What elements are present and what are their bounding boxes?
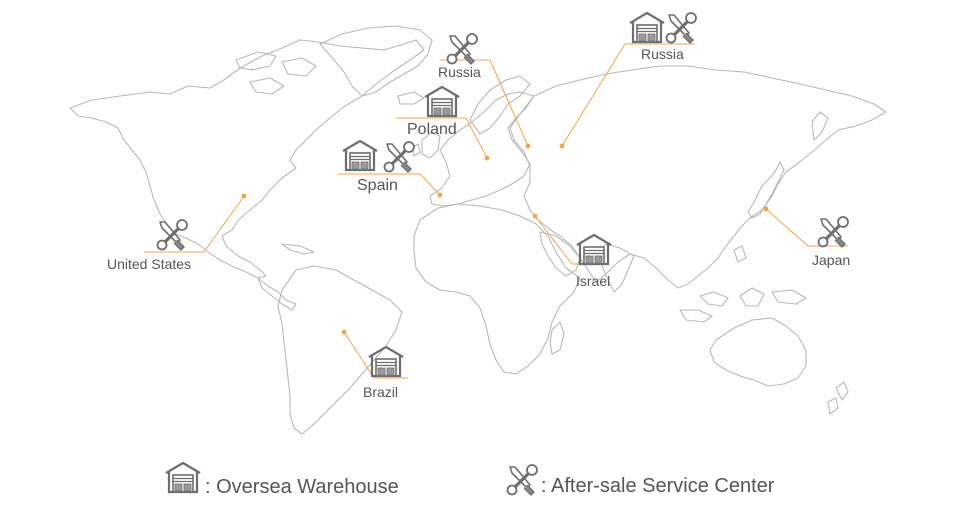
dot-spain [437,192,443,198]
greenland-outline [319,25,433,97]
warehouse-icon [575,233,613,266]
label-poland: Poland [407,121,457,138]
leader-lines [144,43,848,379]
legend-warehouse-label: : Oversea Warehouse [205,476,399,498]
label-brazil: Brazil [363,384,399,400]
dot-poland [484,155,490,161]
south-america-outline [277,265,403,435]
legend-service-label: : After-sale Service Center [541,475,775,497]
label-israel: Israel [576,273,611,289]
continent-outlines [69,25,887,435]
location-dots [241,143,769,335]
dot-russia-west [525,143,531,149]
north-america-outline [69,39,425,279]
wrench-screwdriver-icon [155,218,189,252]
warehouse-icon [423,85,461,118]
wrench-screwdriver-icon [505,463,539,497]
label-russia-east: Russia [641,46,684,62]
dot-united-states [241,193,247,199]
warehouse-icon [341,139,379,172]
africa-outline [413,203,581,375]
dot-israel [532,213,538,219]
warehouse-icon [628,11,666,44]
wrench-screwdriver-icon [816,215,850,249]
label-spain: Spain [357,177,398,194]
dot-japan [763,206,769,212]
dot-brazil [341,329,347,335]
australia-outline [709,317,807,387]
label-japan: Japan [812,252,851,268]
dot-russia-east [559,143,565,149]
japan-outline [747,161,785,219]
warehouse-icon [367,345,405,378]
label-united-states: United States [107,256,192,272]
wrench-screwdriver-icon [664,11,698,45]
warehouse-icon [164,461,202,494]
wrench-screwdriver-icon [382,140,416,174]
label-russia-west: Russia [438,64,481,80]
